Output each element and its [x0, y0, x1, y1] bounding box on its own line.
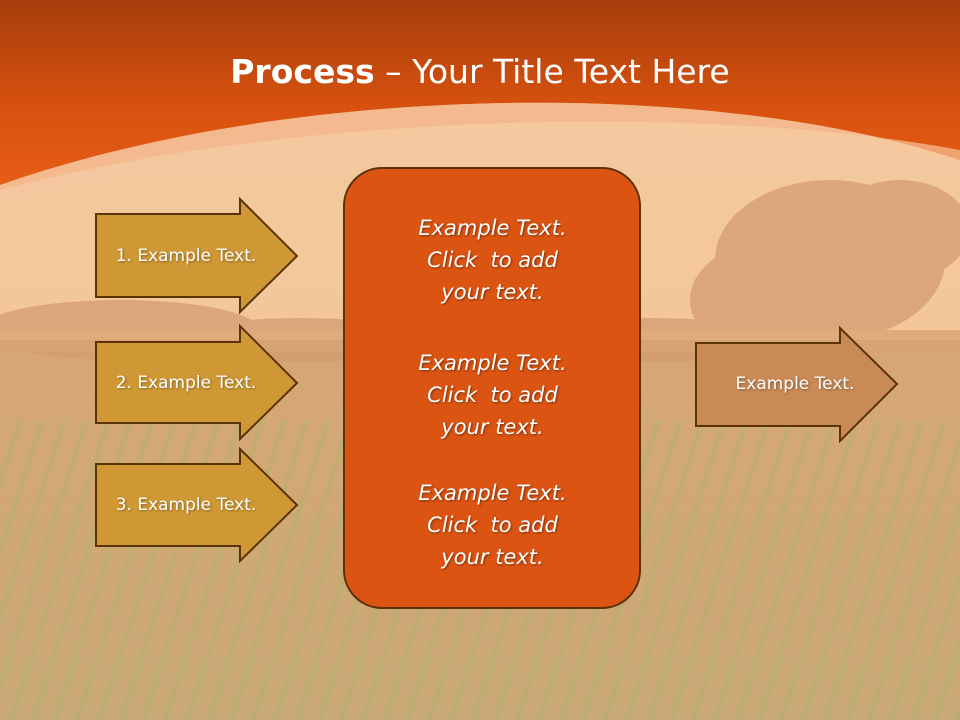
slide-title[interactable]: Process – Your Title Text Here [0, 52, 960, 91]
title-bold: Process [230, 52, 375, 91]
center-paragraph-2-line-1: Example Text. [418, 351, 567, 375]
center-paragraph-1-line-3: your text. [441, 280, 544, 304]
right-arrow-label: Example Text. [735, 374, 855, 394]
left-arrow-1[interactable] [95, 196, 299, 315]
right-arrow[interactable] [695, 325, 899, 444]
left-arrow-2[interactable] [95, 323, 299, 442]
center-paragraph-3-line-1: Example Text. [418, 481, 567, 505]
top-banner [0, 0, 960, 185]
title-rest: – Your Title Text Here [374, 52, 730, 91]
left-arrow-3[interactable] [95, 446, 299, 564]
left-arrow-3-label: 3. Example Text. [115, 495, 257, 515]
center-paragraph-3-line-3: your text. [441, 545, 544, 569]
center-paragraph-2-line-2: Click to add [427, 383, 558, 407]
center-paragraph-1: Example Text. Click to add your text. [345, 212, 640, 308]
left-arrow-1-label: 1. Example Text. [115, 246, 257, 266]
center-paragraph-3-line-2: Click to add [427, 513, 558, 537]
center-paragraph-2-line-3: your text. [441, 415, 544, 439]
center-paragraph-1-line-1: Example Text. [418, 216, 567, 240]
center-paragraph-3: Example Text. Click to add your text. [345, 477, 640, 573]
center-process-box[interactable] [343, 167, 641, 609]
left-arrow-2-label: 2. Example Text. [115, 373, 257, 393]
center-paragraph-2: Example Text. Click to add your text. [345, 347, 640, 443]
center-paragraph-1-line-2: Click to add [427, 248, 558, 272]
